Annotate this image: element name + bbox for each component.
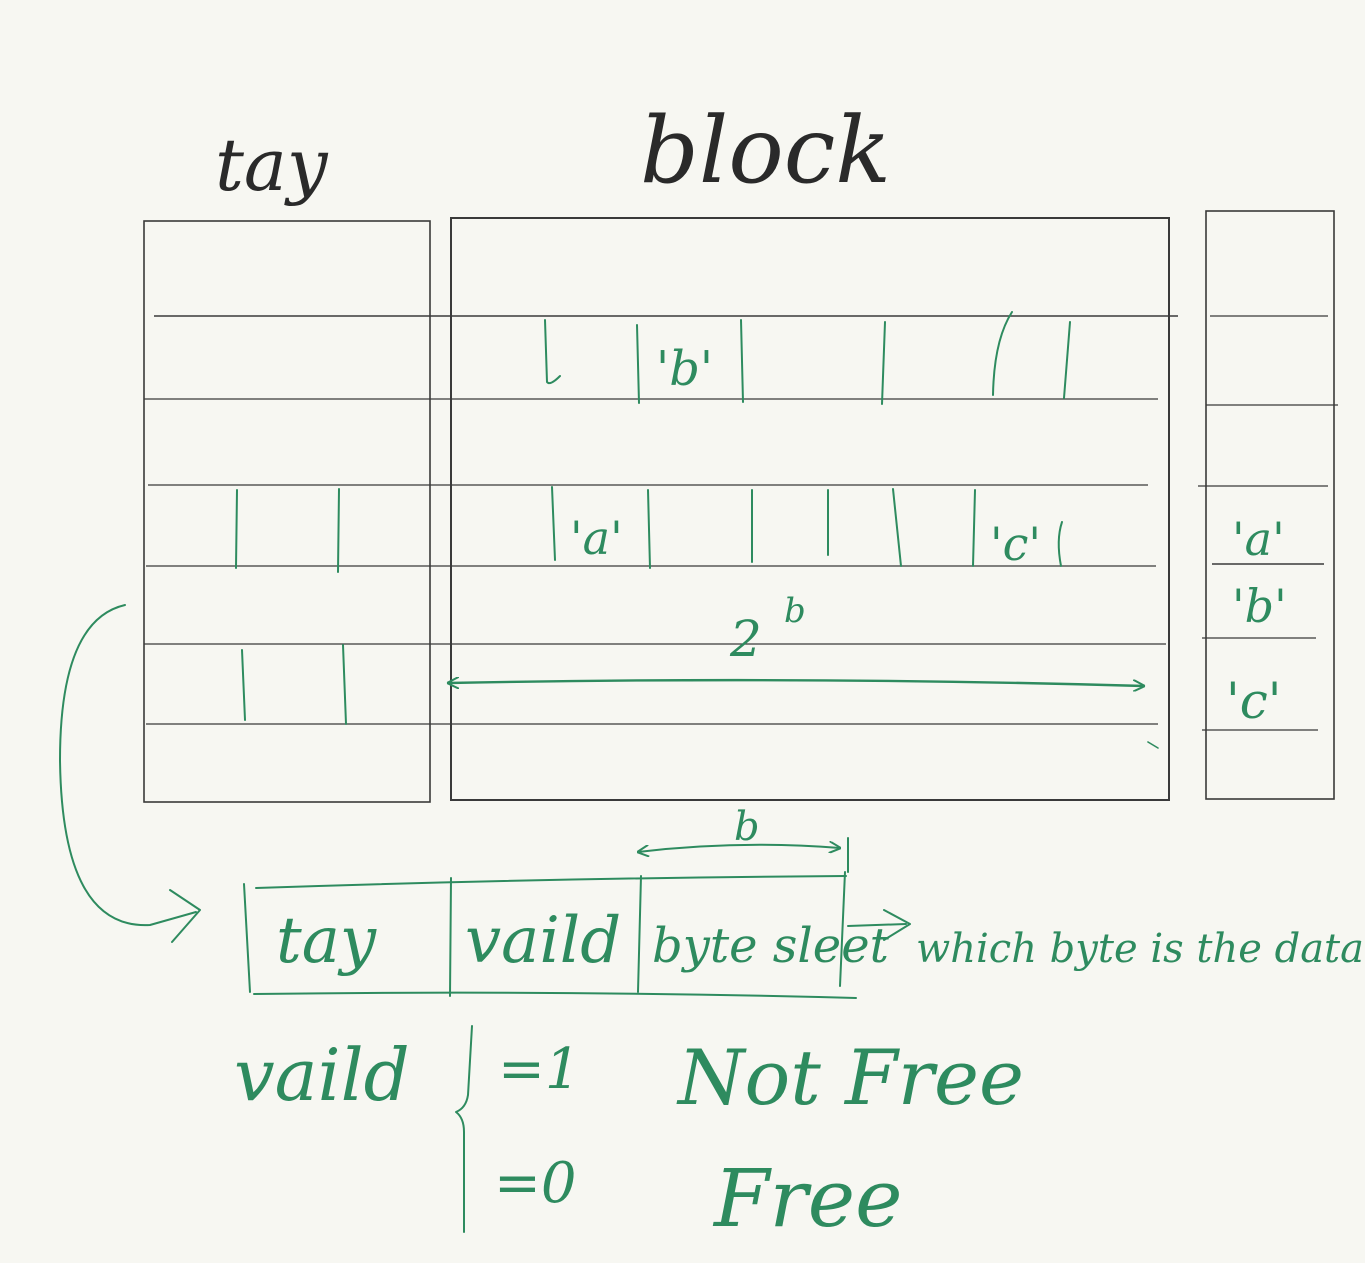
block-width-base: 2: [729, 610, 762, 668]
tag-bit-marks: [235, 488, 347, 725]
block-width-arrow: [446, 680, 1146, 686]
address-field-tag: tay: [276, 904, 377, 978]
valid-case-0-meaning: Free: [712, 1152, 902, 1245]
address-field-valid: vaild: [465, 904, 621, 978]
block-row1-bytes: [544, 311, 1071, 405]
offset-note: which byte is the data: [916, 926, 1364, 972]
valid-case-0-value: =0: [494, 1151, 577, 1216]
block-char-c: 'c': [990, 517, 1041, 571]
tag-heading: tay: [215, 123, 329, 207]
block-char-a: 'a': [570, 511, 623, 565]
address-format: tay vaild byte sleet: [243, 871, 890, 999]
valid-case-1-value: =1: [498, 1037, 581, 1102]
tag-array: [143, 220, 1178, 803]
valid-legend-label: vaild: [234, 1033, 410, 1117]
offset-note-arrowhead: [883, 909, 911, 941]
stroke-mark: [1147, 741, 1159, 749]
block-heading: block: [640, 97, 891, 204]
side-data-column: [1198, 210, 1338, 800]
block-array: [450, 217, 1170, 801]
side-char-c: 'c': [1226, 672, 1282, 730]
offset-note-arrow: [847, 923, 907, 927]
side-char-b: 'b': [1232, 579, 1287, 633]
side-char-a: 'a': [1232, 512, 1285, 566]
offset-bits-arrow: [638, 845, 840, 852]
block-width-label: 2 b: [729, 591, 806, 668]
block-width-exponent: b: [784, 591, 806, 631]
valid-case-1-meaning: Not Free: [676, 1033, 1024, 1122]
block-row3-bytes: [551, 486, 1063, 569]
tag-to-address-arrow: [59, 604, 197, 927]
valid-legend-brace: [455, 1025, 473, 1233]
tag-to-address-arrowhead: [169, 889, 201, 943]
address-field-offset: byte sleet: [652, 918, 890, 974]
offset-bits-label: b: [734, 804, 760, 850]
block-char-b: 'b': [656, 341, 713, 397]
